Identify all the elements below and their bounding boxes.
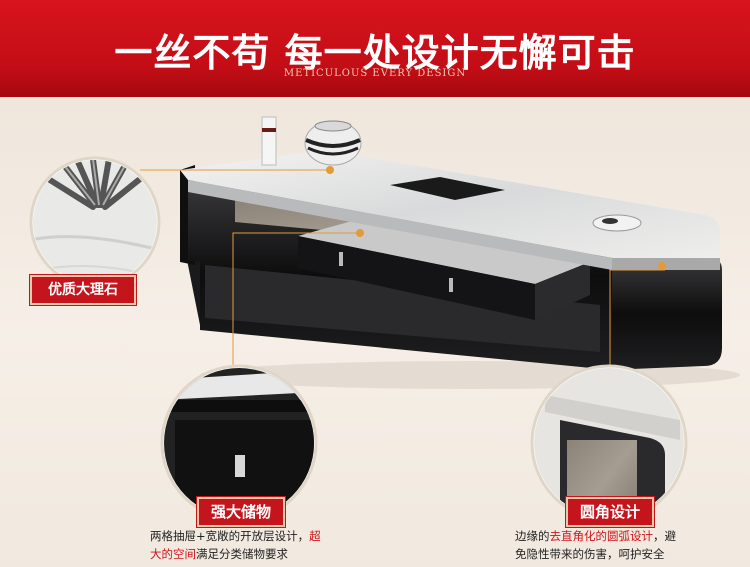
callout-line-storage	[232, 232, 360, 375]
product-scene: 优质大理石 强大储物 圆角设计 两格抽屉+宽敞的开放层设计，超 大的空间满足分类…	[0, 97, 750, 567]
storage-desc-a: 两格抽屉+宽敞的开放层设计，	[150, 529, 310, 543]
vase-left	[261, 116, 277, 166]
callout-dot-storage	[356, 229, 364, 237]
drawer-top	[298, 221, 590, 284]
banner-subtitle: METICULOUS EVERY DESIGN	[283, 68, 467, 79]
round-tray	[592, 214, 642, 232]
storage-desc-b: 超	[309, 529, 321, 543]
storage-desc-d: 满足分类储物要求	[196, 547, 288, 561]
corner-label: 圆角设计	[565, 496, 655, 528]
storage-desc-c: 大的空间	[150, 547, 196, 561]
corner-desc-a: 边缘的	[515, 529, 550, 543]
storage-label: 强大储物	[196, 496, 286, 528]
marble-top	[180, 150, 720, 258]
drawer-handle-left	[339, 252, 343, 266]
vase-stripe	[262, 128, 276, 132]
vase-rim	[314, 120, 352, 132]
marble-edge-right	[612, 258, 720, 270]
drawer-side	[535, 262, 590, 320]
callout-dot-marble	[326, 166, 334, 174]
vase-stripe-3	[307, 146, 359, 156]
vase-stripe-2	[305, 138, 361, 148]
corner-desc-d: 免隐性带来的伤害，呵护安全	[515, 547, 665, 561]
detail-circle-marble	[29, 156, 161, 288]
corner-desc-c: ，避	[653, 529, 676, 543]
callout-line-corner	[609, 269, 665, 380]
storage-description: 两格抽屉+宽敞的开放层设计，超 大的空间满足分类储物要求	[150, 527, 350, 563]
top-tray	[390, 177, 505, 200]
right-end-panel	[610, 258, 722, 370]
drawer-handle-right	[449, 278, 453, 292]
marble-label: 优质大理石	[29, 274, 137, 306]
corner-description: 边缘的去直角化的圆弧设计，避 免隐性带来的伤害，呵护安全	[515, 527, 725, 563]
open-compartment	[205, 265, 600, 352]
round-tray-center	[602, 218, 618, 224]
header-banner: 一丝不苟 每一处设计无懈可击 METICULOUS EVERY DESIGN	[0, 0, 750, 97]
callout-dot-corner	[658, 262, 666, 270]
banner-title: 一丝不苟 每一处设计无懈可击	[114, 31, 636, 75]
marble-edge	[188, 180, 612, 270]
drawer-front	[298, 236, 535, 320]
corner-desc-b: 去直角化的圆弧设计	[549, 529, 654, 543]
